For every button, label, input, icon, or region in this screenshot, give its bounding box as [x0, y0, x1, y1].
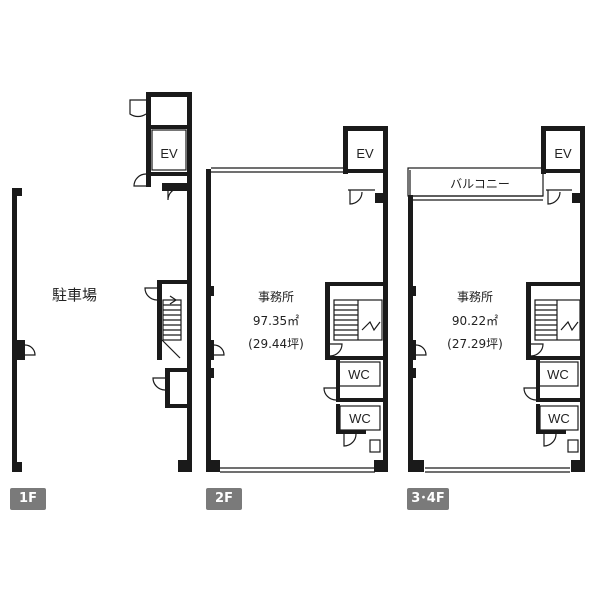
wall [580, 126, 585, 472]
wall [526, 356, 585, 360]
wall [541, 126, 585, 131]
wall [146, 92, 192, 97]
wall [536, 430, 566, 434]
wall [408, 460, 424, 472]
wall [572, 193, 585, 203]
office-area-tsubo-2f: (29.44坪) [248, 337, 304, 351]
wall [325, 282, 388, 286]
wall [165, 404, 192, 408]
ev-shaft [151, 129, 187, 171]
wall [526, 282, 585, 286]
wall [325, 356, 388, 360]
door-swing [144, 287, 158, 301]
floor-badge-1f: 1F [10, 488, 46, 510]
wc-label: WC [349, 411, 371, 426]
floor-badge-34f: 3･4F [407, 488, 449, 510]
parking-label: 駐車場 [52, 286, 98, 304]
wall [178, 460, 192, 472]
door-swing [323, 387, 337, 401]
wall [12, 462, 22, 472]
door-swing [530, 343, 544, 357]
door-swing [543, 433, 557, 447]
office-label-2f: 事務所 [257, 290, 294, 304]
ev-label: EV [160, 146, 178, 161]
door-swing [547, 190, 561, 205]
wall [375, 193, 388, 203]
wall [146, 125, 192, 129]
wall [336, 430, 366, 434]
wall [206, 340, 214, 360]
wall [336, 360, 340, 400]
wall [536, 404, 540, 432]
wall [165, 368, 170, 408]
door-swing [523, 387, 537, 401]
wall [408, 368, 416, 378]
wall [206, 368, 214, 378]
wall [157, 280, 162, 360]
wall [343, 126, 388, 131]
door-swing [329, 343, 343, 357]
wall [146, 92, 151, 187]
wall [571, 460, 585, 472]
office-area-tsubo-34f: (27.29坪) [447, 337, 503, 351]
floor-1f-plan [12, 92, 192, 472]
wall [12, 188, 17, 471]
wall [336, 404, 340, 432]
wall [206, 169, 211, 472]
wall [374, 460, 388, 472]
wall [408, 340, 416, 360]
wall [206, 460, 220, 472]
wall [536, 360, 540, 400]
office-label-34f: 事務所 [456, 290, 493, 304]
wall [162, 183, 192, 191]
floor-badge-2f: 2F [206, 488, 242, 510]
door-swing [24, 344, 36, 356]
wall [383, 126, 388, 472]
wall [12, 188, 22, 196]
door-swing [152, 377, 166, 391]
office-area-m2-2f: 97.35㎡ [252, 314, 300, 328]
floor-34f-plan [407, 126, 585, 473]
wall [343, 169, 388, 173]
sink [369, 439, 381, 453]
floor-2f-plan [206, 126, 388, 473]
balcony-label: バルコニー [450, 177, 510, 191]
door-swing [415, 344, 427, 356]
door-swing [213, 344, 225, 356]
wall [206, 286, 214, 296]
wall [157, 280, 192, 284]
wall [336, 398, 388, 402]
wall [541, 169, 585, 173]
wc-label: WC [547, 367, 569, 382]
sink [567, 439, 579, 453]
stairs [534, 299, 581, 341]
wall [343, 126, 348, 174]
ev-label: EV [356, 146, 374, 161]
wc-label: WC [548, 411, 570, 426]
wall [146, 172, 192, 176]
wall [536, 398, 585, 402]
wall [526, 282, 531, 360]
stairs [162, 295, 182, 341]
wall [541, 126, 546, 174]
office-area-m2-34f: 90.22㎡ [451, 314, 499, 328]
door-swing [167, 186, 181, 201]
wall [165, 368, 192, 372]
door-swing [343, 433, 357, 447]
wall [17, 340, 25, 360]
stairs [333, 299, 383, 341]
ev-label: EV [554, 146, 572, 161]
wall [325, 282, 330, 360]
door-swing [349, 190, 363, 205]
wall [408, 286, 416, 296]
door-swing [129, 99, 147, 118]
wc-label: WC [348, 367, 370, 382]
ramp-line [161, 339, 181, 359]
door-swing [133, 173, 147, 187]
